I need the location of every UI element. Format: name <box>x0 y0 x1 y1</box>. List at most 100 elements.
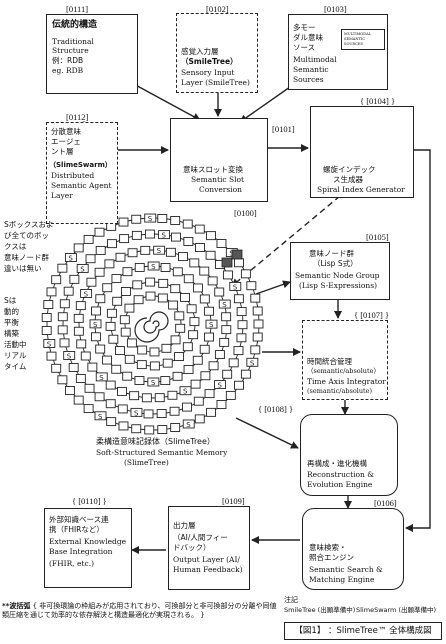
ref-0106: [0106] <box>374 498 397 508</box>
evolution-line-3: Evolution Engine <box>307 480 373 489</box>
external-line-4: Base Integration <box>49 547 113 556</box>
legend-slimeswarm: SlimeSwarm (出願準備中) <box>356 606 437 614</box>
ref-0112: [0112] <box>66 112 89 122</box>
traditional-title: 伝統的構造 <box>52 20 98 30</box>
ref-0101: [0101] <box>272 124 295 134</box>
memory-frame <box>0 216 290 472</box>
memory-s-note-1: Sは <box>4 296 17 305</box>
traditional-line-3: 例：RDB <box>52 56 84 65</box>
time-line-3: Time Axis Integrator <box>307 377 386 386</box>
memory-note-4: 意味ノード群 <box>4 253 49 262</box>
memory-s-note-5: 活動中 <box>4 340 27 349</box>
ref-0107: { [0107] } <box>354 310 390 320</box>
multimodal-line-3: ソース <box>293 43 316 52</box>
search-line-1: 意味検索・ <box>309 543 347 552</box>
node-search-engine: 意味検索・ 照合エンジン Semantic Search & Matching … <box>302 508 404 590</box>
ref-0104: { [0104] } <box>360 96 396 106</box>
spiral-line-2: ス生成器 <box>333 175 363 184</box>
evolution-line-2: Reconstruction & <box>307 470 374 479</box>
slot-line-1: 意味スロット変換 <box>183 165 243 174</box>
memory-s-note-6: リアル <box>4 351 27 360</box>
nodegroup-line-4: (Lisp S-Expressions) <box>299 281 378 290</box>
nodegroup-line-3: Semantic Node Group <box>295 271 380 280</box>
time-line-2: （semantic/absolute） <box>307 367 380 375</box>
slot-line-3: Conversion <box>199 185 242 194</box>
node-sensory-input: 感覚入力層 （SmileTree） Sensory Input Layer (S… <box>176 13 258 93</box>
node-evolution-engine: 再構成・進化機構 Reconstruction & Evolution Engi… <box>300 414 398 496</box>
search-line-3: Semantic Search & <box>309 565 383 574</box>
output-line-2: （AI/人間フィー <box>173 533 228 542</box>
multimodal-line-6: Sources <box>293 75 324 84</box>
traditional-line-2: Structure <box>52 46 89 55</box>
search-line-4: Matching Engine <box>309 575 375 584</box>
memory-s-note-4: 構築 <box>4 329 19 338</box>
memory-note-3: クスは <box>4 242 27 251</box>
node-time-axis: 時間統合管理 （semantic/absolute） Time Axis Int… <box>302 320 388 400</box>
multimodal-line-2: ダル意味 <box>293 33 323 42</box>
external-line-5: (FHIR, etc.) <box>49 559 95 568</box>
external-line-3: External Knowledge <box>49 537 127 546</box>
ref-0103: [0103] <box>324 4 347 14</box>
external-line-2: 携（FHIRなど） <box>49 525 104 534</box>
spiral-line-3: Spiral Index Generator <box>317 185 405 194</box>
node-multimodal-sources: 多モー ダル意味 ソース Multimodal Semantic Sources… <box>288 14 388 90</box>
ref-0108: { [0108] } <box>258 404 294 414</box>
search-line-2: 照合エンジン <box>309 553 354 562</box>
memory-note-1: Sボックスおよ <box>4 220 54 229</box>
multimodal-badge: MULTIMODAL SEMANTIC SOURCES <box>341 29 385 50</box>
arrow-spiral-to-search <box>405 149 431 532</box>
memory-s-note-3: 平衡 <box>4 318 19 327</box>
node-external-knowledge: 外部知識ベース連 携（FHIRなど） External Knowledge Ba… <box>44 508 132 588</box>
slot-line-2: Semantic Slot <box>191 175 245 184</box>
sensory-line-2: （SmileTree） <box>181 57 238 66</box>
node-slimeswarm: 分散意味 エージェ ント層 （SlimeSwarm） Distributed S… <box>46 122 118 224</box>
multimodal-line-1: 多モー <box>293 23 316 32</box>
legend-smiletree: SmileTree (出願準備中) <box>284 606 356 614</box>
footnote: **波括弧 { 非可換環論の枠組みが応用されており、可換部分と非可換部分の分離や… <box>2 602 278 620</box>
memory-note-5: 違いは無い <box>4 264 42 273</box>
ref-0109: [0109] <box>222 496 245 506</box>
nodegroup-line-2: （Lisp S式） <box>313 259 358 268</box>
spiral-line-1: 螺旋インデック <box>323 165 376 174</box>
time-line-4: (semantic/absolute) <box>307 387 373 395</box>
evolution-line-1: 再構成・進化機構 <box>307 459 367 468</box>
node-spiral-index: 螺旋インデック ス生成器 Spiral Index Generator <box>310 106 414 198</box>
swarm-line-1: 分散意味 <box>51 127 81 136</box>
figure-caption: 【図1】 ：SlimeTree™ 全体構成図 <box>284 622 442 640</box>
multimodal-line-4: Multimodal <box>293 55 337 64</box>
node-semantic-node-group: 意味ノード群 （Lisp S式） Semantic Node Group (Li… <box>290 242 390 300</box>
swarm-line-3: ント層 <box>51 147 74 156</box>
output-line-3: ドバック） <box>173 543 211 552</box>
output-line-1: 出力層 <box>173 521 196 530</box>
footnote-label: **波括弧 <box>2 602 31 610</box>
time-line-1: 時間統合管理 <box>307 357 352 366</box>
ref-0100: [0100] <box>234 208 257 218</box>
swarm-line-7: Layer <box>51 191 73 200</box>
memory-note-2: び全てのボッ <box>4 231 49 240</box>
ref-0105: [0105] <box>366 232 389 242</box>
traditional-line-1: Traditional <box>52 37 94 46</box>
output-line-5: Human Feedback) <box>173 565 243 574</box>
swarm-line-5: Distributed <box>51 171 95 180</box>
swarm-line-2: エージェ <box>51 137 81 146</box>
ref-0110: { [0110] } <box>72 496 107 506</box>
traditional-line-4: eg. RDB <box>52 66 84 75</box>
memory-s-note-2: 動的 <box>4 307 19 316</box>
swarm-line-6: Semantic Agent <box>51 181 112 190</box>
node-semantic-slot: 意味スロット変換 Semantic Slot Conversion <box>170 118 268 202</box>
memory-title-en-2: (SlimeTree) <box>124 458 169 467</box>
multimodal-line-5: Semantic <box>293 65 329 74</box>
node-traditional-structure: 伝統的構造 Traditional Structure 例：RDB eg. RD… <box>46 14 138 94</box>
nodegroup-line-1: 意味ノード群 <box>309 249 354 258</box>
memory-title-en: Soft-Structured Semantic Memory <box>96 448 228 457</box>
swarm-line-4: （SlimeSwarm） <box>49 161 112 169</box>
external-line-1: 外部知識ベース連 <box>49 515 109 524</box>
sensory-line-1: 感覚入力層 <box>181 47 219 56</box>
memory-title-jp: 柔構造意味記録体（SlimeTree） <box>96 437 215 446</box>
node-output-layer: 出力層 （AI/人間フィー ドバック） Output Layer (AI/ Hu… <box>168 506 250 590</box>
sensory-line-3: Sensory Input <box>181 68 235 77</box>
footnote-text: { 非可換環論の枠組みが応用されており、可換部分と非可換部分の分離や同値類圧縮を… <box>2 602 277 619</box>
legend-title: 注記 <box>284 596 298 604</box>
output-line-4: Output Layer (AI/ <box>173 555 240 564</box>
ref-0111: [0111] <box>66 4 89 14</box>
